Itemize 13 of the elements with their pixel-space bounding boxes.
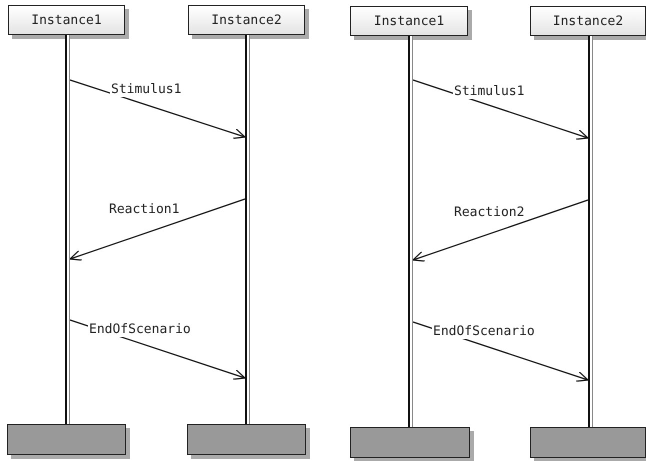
end-box [530, 427, 646, 458]
lifeline [588, 36, 593, 427]
edge-label: EndOfScenario [432, 324, 536, 339]
message-arrow [69, 198, 246, 261]
message-arrow [412, 79, 589, 140]
lifeline [65, 35, 70, 424]
lifeline [408, 36, 413, 427]
edge-label: EndOfScenario [88, 322, 192, 337]
message-arrow [70, 79, 246, 139]
edge-label: Stimulus1 [110, 82, 182, 97]
message-arrow [412, 199, 588, 262]
edge-label: Stimulus1 [453, 84, 526, 99]
lifeline [245, 35, 250, 424]
